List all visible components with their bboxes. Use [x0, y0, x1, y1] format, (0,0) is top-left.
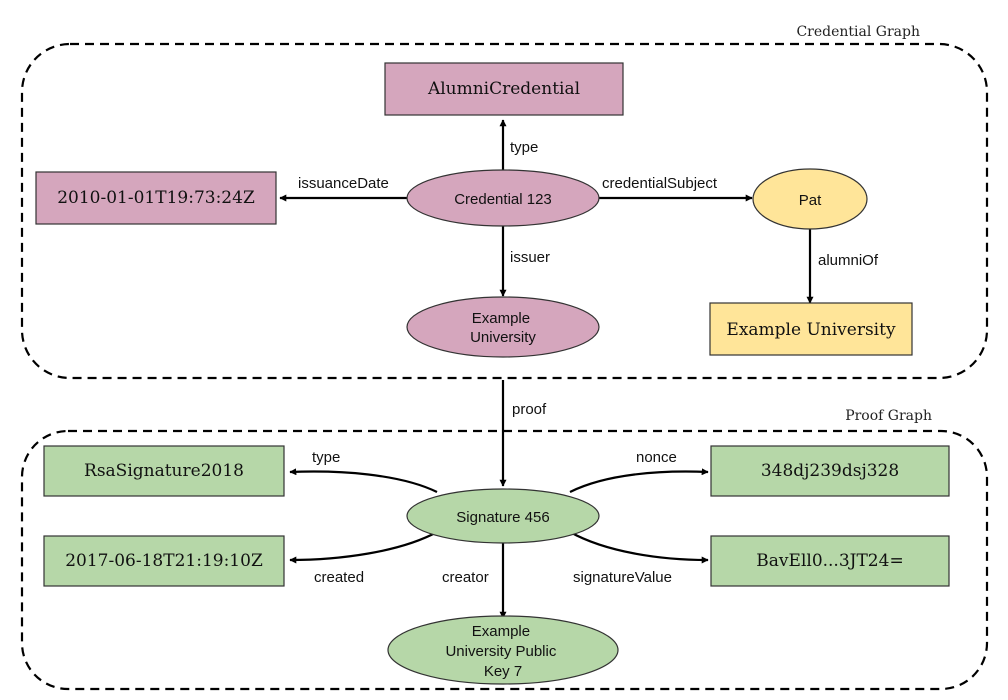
node-pat-label: Pat: [799, 192, 822, 209]
node-signature: [406, 488, 600, 544]
node-created-value-label: 2017-06-18T21:19:10Z: [65, 551, 263, 571]
edge-label-nonce: nonce: [636, 449, 677, 466]
node-credential-label: Credential 123: [454, 191, 552, 208]
edge-signature-value: [569, 531, 709, 564]
public-key-line-2: University Public: [445, 643, 556, 660]
node-alumni-credential: [384, 62, 624, 116]
node-example-university-alumni: [709, 302, 913, 356]
edge-label-issuance-date: issuanceDate: [298, 175, 389, 192]
edge-label-signature-value: signatureValue: [573, 569, 672, 586]
proof-graph-boundary: [20, 429, 989, 691]
edge-label-type: type: [510, 139, 538, 156]
edge-proof-type: [289, 468, 438, 493]
public-key-line-1: Example: [472, 623, 530, 640]
node-public-key-label: Example University Public Key 7: [445, 623, 560, 680]
node-credential: [406, 169, 600, 227]
edge-label-issuer: issuer: [510, 249, 550, 266]
node-pat: [752, 168, 868, 230]
node-rsa-signature: [43, 445, 285, 497]
credential-graph-label: Credential Graph: [796, 24, 920, 40]
node-example-university-alumni-label: Example University: [726, 320, 896, 340]
node-public-key: [387, 615, 619, 685]
edge-label-created: created: [314, 569, 364, 586]
edge-created: [289, 531, 438, 564]
edge-nonce: [569, 468, 709, 493]
node-signature-value: [710, 535, 950, 587]
node-example-university-issuer-label: Example University: [470, 310, 536, 346]
node-signature-label: Signature 456: [456, 509, 549, 526]
node-alumni-credential-label: AlumniCredential: [427, 79, 580, 99]
node-created-value: [43, 535, 285, 587]
proof-graph-label: Proof Graph: [845, 408, 932, 424]
public-key-line-3: Key 7: [484, 663, 522, 680]
node-signature-value-label: BavEll0...3JT24=: [756, 551, 903, 571]
node-example-university-issuer: [406, 296, 600, 358]
edge-label-creator: creator: [442, 569, 489, 586]
issuer-line-2: University: [470, 329, 536, 346]
node-nonce-value: [710, 445, 950, 497]
node-rsa-signature-label: RsaSignature2018: [84, 461, 244, 481]
edge-label-alumni-of: alumniOf: [818, 252, 879, 269]
node-issuance-date-value-label: 2010-01-01T19:73:24Z: [57, 188, 255, 208]
node-issuance-date-value: [35, 171, 277, 225]
issuer-line-1: Example: [472, 310, 530, 327]
edge-label-proof-type: type: [312, 449, 340, 466]
edge-label-credential-subject: credentialSubject: [602, 175, 718, 192]
edge-label-proof: proof: [512, 401, 547, 418]
node-nonce-value-label: 348dj239dsj328: [761, 461, 899, 481]
